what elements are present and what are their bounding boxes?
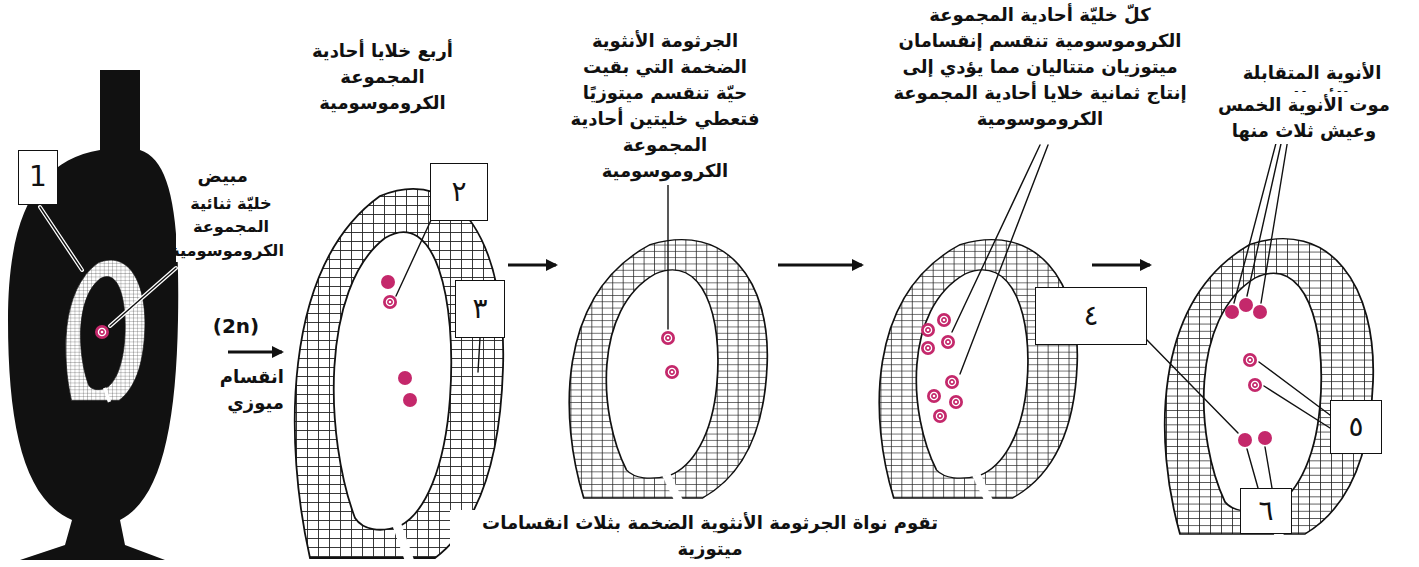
nucleus (665, 365, 679, 379)
nucleus (949, 395, 963, 409)
callout-box: ٦ (1240, 488, 1292, 534)
nucleus (1239, 298, 1253, 312)
nucleus (927, 389, 941, 403)
nucleus (921, 341, 935, 355)
nucleus (933, 409, 947, 423)
callout-number: 1 (29, 162, 47, 193)
stage-caption: كلّ خليّة أحادية المجموعة الكروموسومية ت… (890, 2, 1190, 132)
nucleus (398, 371, 412, 385)
part-label: خليّة ثنائية المجموعة الكروموسومية (176, 192, 286, 262)
leader-line (110, 268, 176, 326)
process-label: انقسام ميوزي (196, 364, 286, 416)
leader-line (667, 168, 668, 329)
nucleus (381, 275, 395, 289)
stage-arrow (778, 264, 862, 267)
leader-line (1247, 449, 1258, 488)
leader-halo (40, 207, 82, 270)
stage-caption: أربع خلايا أحادية المجموعة الكروموسومية (290, 38, 475, 116)
part-label: مبيض (180, 163, 250, 189)
nucleus (937, 313, 951, 327)
leader-line (478, 338, 480, 372)
leader-line (1147, 340, 1238, 433)
ovary (8, 70, 178, 560)
stage-caption: موت الأنوية الخمس وعيش ثلاث منها (1195, 92, 1413, 144)
nucleus (95, 325, 109, 339)
stage-arrow (508, 264, 556, 267)
nucleus (1258, 431, 1272, 445)
callout-box: ٤ (1035, 287, 1147, 345)
nucleus (1243, 353, 1257, 367)
callout-number: ٦ (1258, 496, 1273, 527)
nucleus (941, 335, 955, 349)
leader-line (396, 218, 432, 296)
ovule (879, 240, 1077, 501)
nucleus (403, 393, 417, 407)
leader-line (1264, 386, 1330, 428)
callout-number: ٣ (472, 294, 487, 325)
stage-arrow (228, 351, 282, 354)
leader-line (952, 145, 1040, 332)
callout-box: ٢ (430, 163, 488, 221)
ovule (1165, 239, 1373, 538)
ovule (66, 260, 145, 402)
callout-number: ٤ (1083, 301, 1098, 332)
ploidy-label: (2n) (196, 312, 276, 341)
leader-halo (110, 268, 176, 326)
stage-caption: الجرثومة الأنثوية الضخمة التي بقيت حيّة … (565, 28, 765, 185)
nucleus (1238, 433, 1252, 447)
stage-arrow (1092, 264, 1150, 267)
process-label: تقوم نواة الجرثومة الأنثوية الضخمة بثلاث… (450, 510, 970, 562)
ovule (295, 189, 503, 562)
nucleus (945, 375, 959, 389)
callout-box: 1 (18, 150, 58, 205)
nucleus (1253, 305, 1267, 319)
callout-number: ٢ (451, 177, 466, 208)
nucleus (1248, 378, 1262, 392)
nucleus (1225, 305, 1239, 319)
callout-box: ٥ (1330, 400, 1382, 454)
leader-line (1259, 362, 1330, 415)
nucleus (661, 331, 675, 345)
callout-number: ٥ (1348, 412, 1363, 443)
nucleus (383, 295, 397, 309)
leader-line (1265, 447, 1272, 488)
nucleus (921, 323, 935, 337)
leader-line (40, 207, 82, 270)
callout-box: ٣ (455, 280, 505, 338)
